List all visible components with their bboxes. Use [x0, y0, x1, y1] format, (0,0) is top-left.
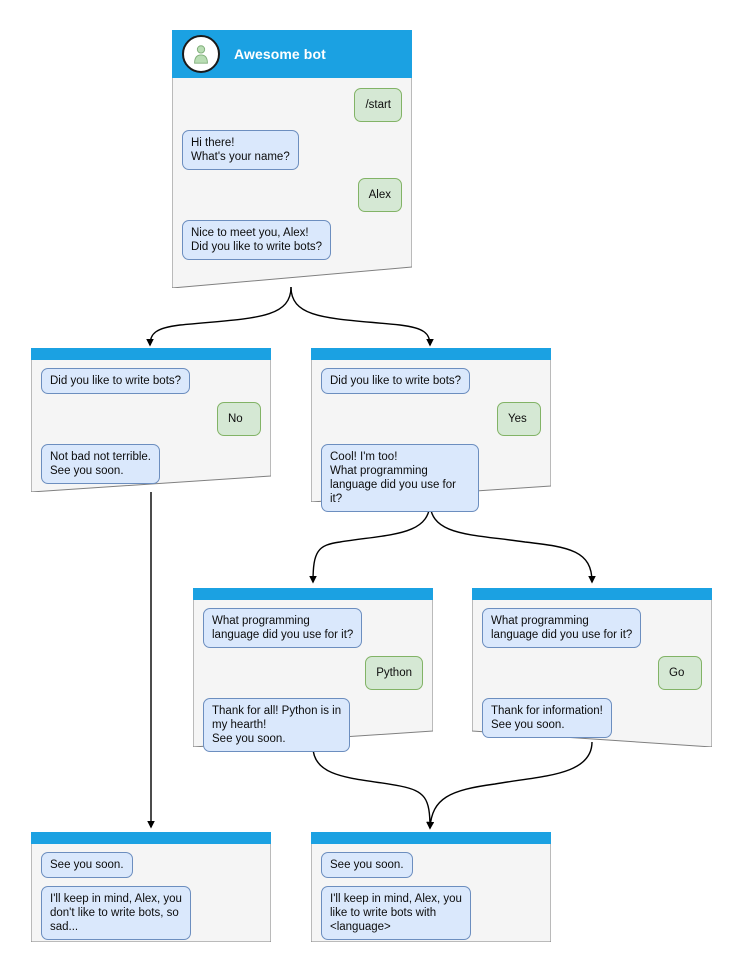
message-row: Thank for information! See you soon. [482, 698, 702, 746]
message-row: Python [203, 656, 423, 698]
bot-message-bubble[interactable]: Not bad not terrible. See you soon. [41, 444, 161, 484]
message-row: Alex [182, 178, 402, 220]
message-row: Not bad not terrible. See you soon. [41, 444, 261, 492]
bot-message-bubble[interactable]: Thank for information! See you soon. [482, 698, 612, 738]
node-start-messages: /start Hi there! What's your name? Alex … [172, 78, 412, 288]
user-message-bubble[interactable]: Alex [357, 178, 402, 212]
node-language-go-messages: What programming language did you use fo… [472, 600, 712, 747]
node-answer-no-messages: Did you like to write bots? No Not bad n… [31, 360, 271, 492]
message-row: Hi there! What's your name? [182, 130, 402, 178]
node-end-no-header [31, 832, 271, 844]
message-row: Thank for all! Python is in my hearth! S… [203, 698, 423, 760]
user-message-bubble[interactable]: No [217, 402, 261, 436]
user-message-bubble[interactable]: /start [354, 88, 402, 122]
node-language-go[interactable]: What programming language did you use fo… [472, 588, 712, 747]
node-answer-no-header [31, 348, 271, 360]
bot-message-bubble[interactable]: Did you like to write bots? [41, 368, 191, 394]
user-message-bubble[interactable]: Yes [497, 402, 541, 436]
message-row: Yes [321, 402, 541, 444]
bot-message-bubble[interactable]: Did you like to write bots? [321, 368, 471, 394]
node-answer-no[interactable]: Did you like to write bots? No Not bad n… [31, 348, 271, 492]
node-start-header: Awesome bot [172, 30, 412, 78]
node-answer-yes-header [311, 348, 551, 360]
message-row: No [41, 402, 261, 444]
bot-title: Awesome bot [234, 46, 326, 62]
node-end-yes-messages: See you soon. I'll keep in mind, Alex, y… [311, 844, 551, 942]
message-row: See you soon. [41, 852, 261, 886]
edge-go-to-end-yes [426, 741, 593, 830]
node-language-python-header [193, 588, 433, 600]
bot-message-bubble[interactable]: See you soon. [321, 852, 413, 878]
edge-root-to-no [146, 286, 292, 347]
message-row: Did you like to write bots? [321, 368, 541, 402]
message-row: Did you like to write bots? [41, 368, 261, 402]
bot-message-bubble[interactable]: I'll keep in mind, Alex, you like to wri… [321, 886, 471, 940]
bot-message-bubble[interactable]: Thank for all! Python is in my hearth! S… [203, 698, 351, 752]
node-language-go-header [472, 588, 712, 600]
bot-message-bubble[interactable]: See you soon. [41, 852, 133, 878]
node-end-yes-header [311, 832, 551, 844]
node-language-python[interactable]: What programming language did you use fo… [193, 588, 433, 752]
message-row: What programming language did you use fo… [482, 608, 702, 656]
bot-message-bubble[interactable]: What programming language did you use fo… [482, 608, 642, 648]
person-avatar-icon [182, 35, 220, 73]
edge-root-to-yes [290, 286, 434, 347]
bot-message-bubble[interactable]: Nice to meet you, Alex! Did you like to … [182, 220, 332, 260]
user-message-bubble[interactable]: Python [365, 656, 423, 690]
bot-message-bubble[interactable]: Hi there! What's your name? [182, 130, 299, 170]
message-row: /start [182, 88, 402, 130]
node-end-no-messages: See you soon. I'll keep in mind, Alex, y… [31, 844, 271, 942]
node-end-no[interactable]: See you soon. I'll keep in mind, Alex, y… [31, 832, 271, 942]
node-answer-yes-messages: Did you like to write bots? Yes Cool! I'… [311, 360, 551, 512]
bot-message-bubble[interactable]: What programming language did you use fo… [203, 608, 363, 648]
bot-message-bubble[interactable]: I'll keep in mind, Alex, you don't like … [41, 886, 191, 940]
message-row: Cool! I'm too! What programming language… [321, 444, 541, 520]
message-row: I'll keep in mind, Alex, you don't like … [41, 886, 261, 948]
node-language-python-messages: What programming language did you use fo… [193, 600, 433, 752]
user-message-bubble[interactable]: Go [658, 656, 702, 690]
node-end-yes[interactable]: See you soon. I'll keep in mind, Alex, y… [311, 832, 551, 942]
bot-message-bubble[interactable]: Cool! I'm too! What programming language… [321, 444, 480, 512]
message-row: See you soon. [321, 852, 541, 886]
message-row: Nice to meet you, Alex! Did you like to … [182, 220, 402, 268]
node-start[interactable]: Awesome bot /start Hi there! What's your… [172, 30, 412, 288]
node-answer-yes[interactable]: Did you like to write bots? Yes Cool! I'… [311, 348, 551, 512]
message-row: What programming language did you use fo… [203, 608, 423, 656]
message-row: Go [482, 656, 702, 698]
message-row: I'll keep in mind, Alex, you like to wri… [321, 886, 541, 948]
